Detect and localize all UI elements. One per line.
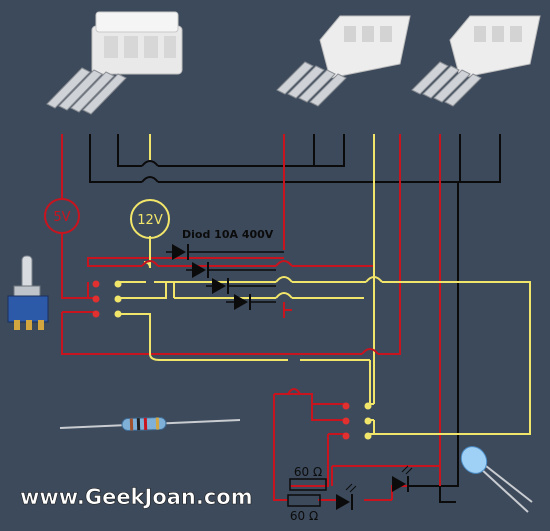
diode-4 — [234, 294, 251, 310]
schematic-resistor-top: 60 Ω — [289, 465, 327, 491]
switch-terminals-bottom — [342, 402, 372, 440]
red-wires — [61, 134, 441, 501]
voltmeter-5v: 5V — [44, 198, 80, 234]
black-wires — [89, 134, 501, 503]
yellow-wires — [118, 134, 531, 435]
schematic-resistor-bottom: 60 Ω — [287, 494, 321, 523]
connector-pins-right — [411, 61, 482, 107]
voltmeter-5v-label: 5V — [53, 210, 70, 225]
connector-pins-left — [46, 67, 127, 115]
diode-2 — [192, 262, 209, 278]
toggle-switch-image — [7, 255, 49, 330]
wire-crossover-hops — [141, 160, 383, 395]
diode-3 — [212, 278, 229, 294]
molex-connector-left — [91, 11, 183, 75]
schematic-led-bottom — [336, 483, 357, 510]
resistor-image — [59, 416, 241, 432]
molex-connector-right — [449, 15, 541, 79]
diode-wire-links — [166, 251, 284, 303]
voltmeter-12v: 12V — [130, 199, 170, 239]
schematic-led-top — [392, 465, 413, 492]
switch-terminals-top — [92, 280, 122, 318]
diode-label: Diod 10A 400V — [182, 228, 274, 241]
connector-pins-middle — [276, 61, 347, 107]
voltmeter-12v-label: 12V — [137, 213, 163, 228]
resistor-bottom-label: 60 Ω — [290, 509, 318, 523]
molex-connector-middle — [319, 15, 411, 79]
watermark-text: www.GeekJoan.com — [20, 485, 253, 509]
led-image — [460, 446, 533, 513]
resistor-top-label: 60 Ω — [294, 465, 322, 479]
